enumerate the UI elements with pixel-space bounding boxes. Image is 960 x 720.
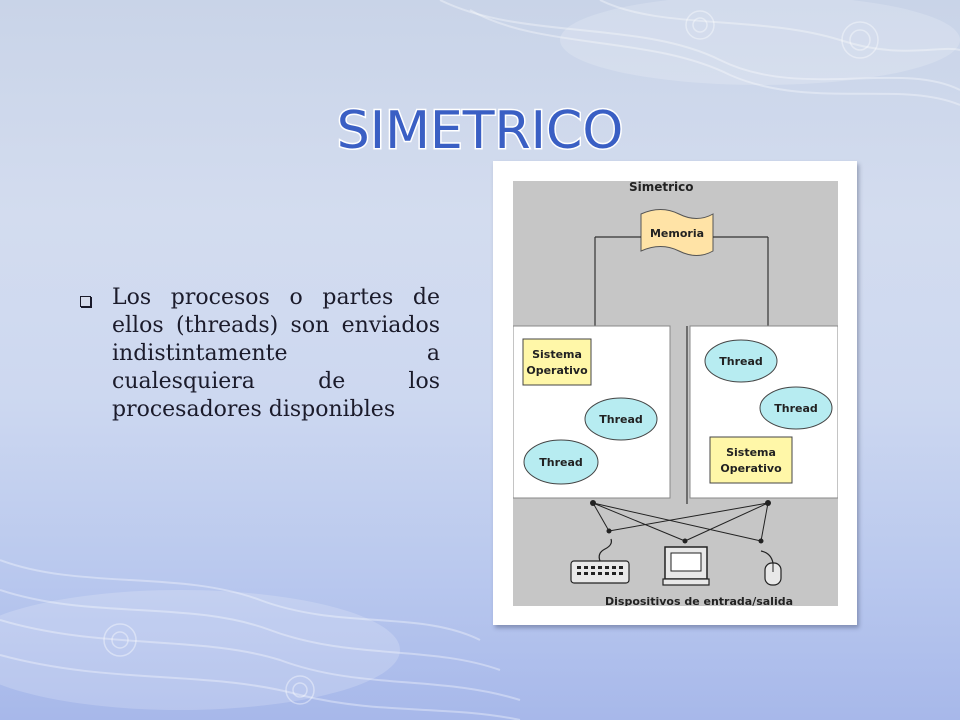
right-thread-oval-b (759, 386, 833, 430)
diagram-heading: Simetrico (629, 181, 694, 194)
diagram-frame: Simetrico Memoria Sistema Operativo Thre… (493, 161, 857, 625)
left-thread-oval-a (584, 397, 658, 441)
right-thread-label-b: Thread (774, 402, 818, 415)
memory-bus-lines (594, 236, 769, 504)
right-os-line2: Operativo (720, 462, 782, 475)
slide-title-text: SIMETRICO (337, 101, 624, 161)
bullet-item: Los procesos o partes de ellos (threads)… (80, 284, 440, 424)
square-bullet-icon (80, 296, 91, 307)
left-thread-label-a: Thread (599, 413, 643, 426)
left-thread-label-b: Thread (539, 456, 583, 469)
left-os-line1: Sistema (532, 348, 582, 361)
devices-label: Dispositivos de entrada/salida (605, 595, 793, 606)
io-node-dots (590, 500, 771, 544)
memory-label: Memoria (650, 227, 704, 240)
memory-banner-icon (640, 209, 714, 256)
slide-title: SIMETRICO (335, 100, 625, 163)
right-os-box (709, 436, 793, 484)
monitor-icon (662, 546, 710, 586)
symmetric-multiprocessing-diagram: Simetrico Memoria Sistema Operativo Thre… (513, 181, 838, 606)
right-thread-oval-a (704, 339, 778, 383)
io-crossing-lines (592, 502, 769, 542)
right-thread-label-a: Thread (719, 355, 763, 368)
left-thread-oval-b (523, 439, 599, 485)
mouse-icon (760, 550, 782, 586)
keyboard-icon (570, 538, 630, 584)
left-os-box (522, 338, 592, 386)
right-os-line1: Sistema (726, 446, 776, 459)
left-os-line2: Operativo (526, 364, 588, 377)
bullet-text: Los procesos o partes de ellos (threads)… (112, 285, 440, 422)
